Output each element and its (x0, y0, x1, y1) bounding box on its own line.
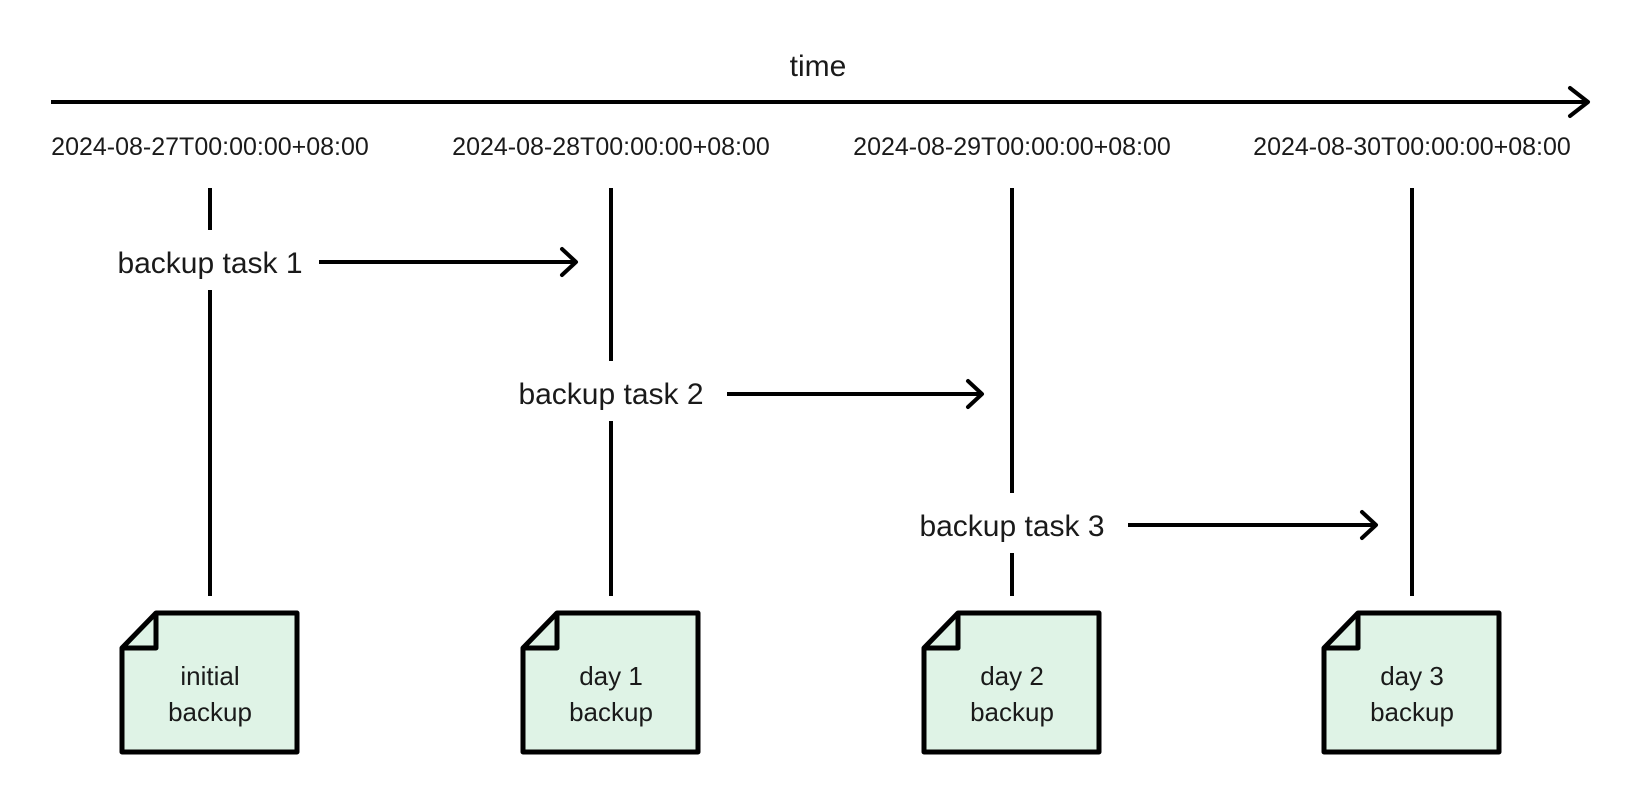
arrow-right-icon (560, 247, 578, 277)
backup-task-1: backup task 1 (117, 247, 578, 280)
timestamp-label-2: 2024-08-28T00:00:00+08:00 (452, 133, 770, 161)
backup-document-3: day 2 backup (921, 610, 1102, 755)
arrow-right-icon (966, 379, 984, 409)
timestamp-label-4: 2024-08-30T00:00:00+08:00 (1253, 133, 1571, 161)
arrow-right-icon (1360, 510, 1378, 540)
backup-task-2-label: backup task 2 (518, 378, 703, 411)
document-icon (520, 610, 701, 755)
document-4-line-2: backup (1370, 697, 1454, 727)
backup-task-3-label: backup task 3 (919, 510, 1104, 543)
timestamp-label-1: 2024-08-27T00:00:00+08:00 (51, 133, 369, 161)
document-fold-corner (523, 613, 560, 651)
document-3-line-2: backup (970, 697, 1054, 727)
backup-document-2: day 1 backup (520, 610, 701, 755)
document-icon (1321, 610, 1502, 755)
arrow-right-icon (1568, 86, 1590, 118)
backup-task-2: backup task 2 (518, 378, 984, 411)
document-fold-corner (1324, 613, 1361, 651)
backup-task-1-label: backup task 1 (117, 247, 302, 280)
day-lines (208, 188, 1414, 596)
document-2-line-2: backup (569, 697, 653, 727)
backup-task-3: backup task 3 (919, 510, 1378, 543)
document-4-line-1: day 3 (1380, 661, 1444, 691)
document-icon (921, 610, 1102, 755)
document-fold-corner (122, 613, 159, 651)
time-axis-label: time (790, 50, 847, 83)
backup-document-4: day 3 backup (1321, 610, 1502, 755)
document-1-line-1: initial (180, 661, 239, 691)
time-axis: time (51, 50, 1590, 118)
document-2-line-1: day 1 (579, 661, 643, 691)
backup-document-1: initial backup (119, 610, 300, 755)
document-3-line-1: day 2 (980, 661, 1044, 691)
timestamps: 2024-08-27T00:00:00+08:00 2024-08-28T00:… (51, 133, 1571, 161)
document-icon (119, 610, 300, 755)
timestamp-label-3: 2024-08-29T00:00:00+08:00 (853, 133, 1171, 161)
document-fold-corner (924, 613, 961, 651)
document-1-line-2: backup (168, 697, 252, 727)
